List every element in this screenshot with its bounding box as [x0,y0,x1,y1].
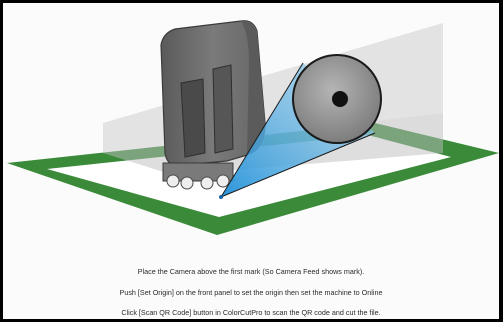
first-mark-dot [219,195,223,199]
instruction-line-1: Place the Camera above the first mark (S… [3,267,499,277]
cutter-head-window [181,79,205,157]
instructions-block: Place the Camera above the first mark (S… [3,255,499,319]
camera-instruction-panel: Place the Camera above the first mark (S… [3,3,499,319]
instruction-line-2: Push [Set Origin] on the front panel to … [3,288,499,298]
magnifier-lens-icon [293,55,381,143]
instruction-line-3: Click [Scan QR Code] button in ColorCutP… [3,308,499,318]
registration-mark [332,91,348,107]
cutter-head-slot [213,65,233,153]
camera-alignment-illustration [3,3,499,253]
